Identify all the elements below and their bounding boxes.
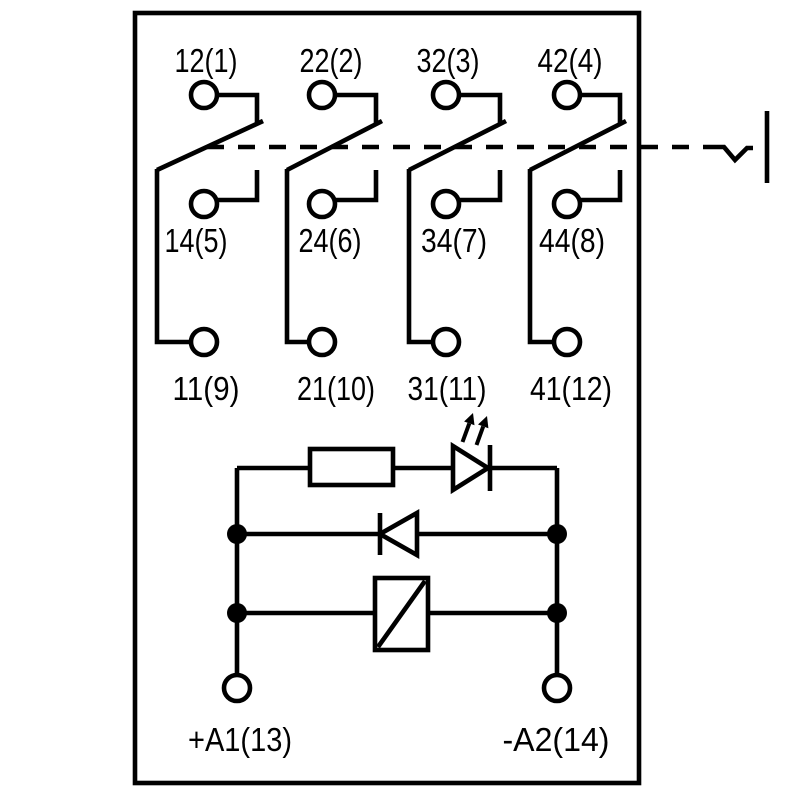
coil-circuit-wiring	[234, 465, 560, 675]
pole-4-no-terminal-circle	[551, 188, 583, 220]
junction-dot	[227, 603, 247, 623]
enclosure-border	[132, 10, 642, 786]
pole-3-no-label: 34(7)	[421, 222, 487, 259]
pole-2-common-label: 21(10)	[297, 370, 375, 407]
pole-1-no-terminal-circle	[188, 188, 220, 220]
pole-4-no-wire	[567, 170, 623, 203]
pole-1-no-wire	[204, 170, 260, 203]
pole-4-nc-terminal-circle	[551, 79, 583, 111]
freewheel-diode-symbol	[375, 509, 420, 559]
pole-2-no-label: 24(6)	[299, 222, 362, 259]
pole-3-common-terminal-circle	[430, 326, 462, 358]
pole-1-contact	[154, 92, 264, 345]
junction-dots	[227, 524, 567, 623]
pole-2-nc-wire	[322, 92, 379, 123]
junction-dot	[227, 524, 247, 544]
terminal-a2-circle	[541, 672, 573, 704]
terminal-a2-label: -A2(14)	[503, 721, 610, 758]
pole-2-no-terminal-circle	[306, 188, 338, 220]
pole-1-common-label: 11(9)	[173, 370, 240, 407]
actuator-linkage	[207, 111, 770, 183]
coil-diagonal	[376, 579, 427, 649]
pole-1-common-wire	[154, 169, 204, 345]
pole-4-nc-wire	[567, 92, 623, 123]
pole-4-nc-label: 42(4)	[538, 42, 603, 79]
pole-1-common-terminal-circle	[188, 326, 220, 358]
pole-4-contact	[527, 92, 628, 345]
pole-2-nc-terminal-circle	[306, 79, 338, 111]
led-symbol	[450, 413, 493, 495]
actuator-notch-symbol	[720, 144, 753, 164]
pole-2-nc-label: 22(2)	[300, 42, 363, 79]
labels: 12(1) 22(2) 32(3) 42(4) 14(5) 24(6) 34(7…	[165, 42, 613, 758]
pole-4-no-label: 44(8)	[539, 222, 605, 259]
pole-3-common-label: 31(11)	[408, 370, 487, 407]
pole-4-common-label: 41(12)	[530, 370, 612, 407]
pole-1-nc-wire	[204, 92, 260, 123]
junction-dot	[547, 524, 567, 544]
pole-4-switch-blade	[528, 118, 628, 173]
led-light-arrows	[460, 413, 489, 446]
relay-coil-symbol	[372, 575, 431, 653]
junction-dot	[547, 603, 567, 623]
terminal-a1-circle	[221, 672, 253, 704]
pole-1-no-label: 14(5)	[165, 222, 228, 259]
pole-2-common-terminal-circle	[306, 326, 338, 358]
led-arrow-1-shaft	[460, 422, 472, 443]
pole-3-nc-label: 32(3)	[417, 42, 480, 79]
pole-1-nc-terminal-circle	[188, 79, 220, 111]
contact-terminals	[188, 79, 583, 358]
resistor-symbol	[307, 446, 396, 488]
pole-3-no-wire	[446, 170, 503, 203]
diode-triangle	[375, 509, 420, 559]
led-triangle	[450, 441, 493, 495]
pole-2-no-wire	[322, 170, 379, 203]
terminal-a1-label: +A1(13)	[188, 721, 292, 758]
led-arrow-1-head	[464, 413, 475, 426]
pole-3-nc-wire	[446, 92, 503, 123]
pole-3-nc-terminal-circle	[430, 79, 462, 111]
pole-1-nc-label: 12(1)	[175, 42, 238, 79]
pole-3-no-terminal-circle	[430, 188, 462, 220]
led-arrow-2-shaft	[474, 425, 486, 446]
contact-poles-wiring	[154, 92, 628, 345]
pole-4-common-terminal-circle	[551, 326, 583, 358]
led-arrow-2-head	[478, 416, 489, 429]
